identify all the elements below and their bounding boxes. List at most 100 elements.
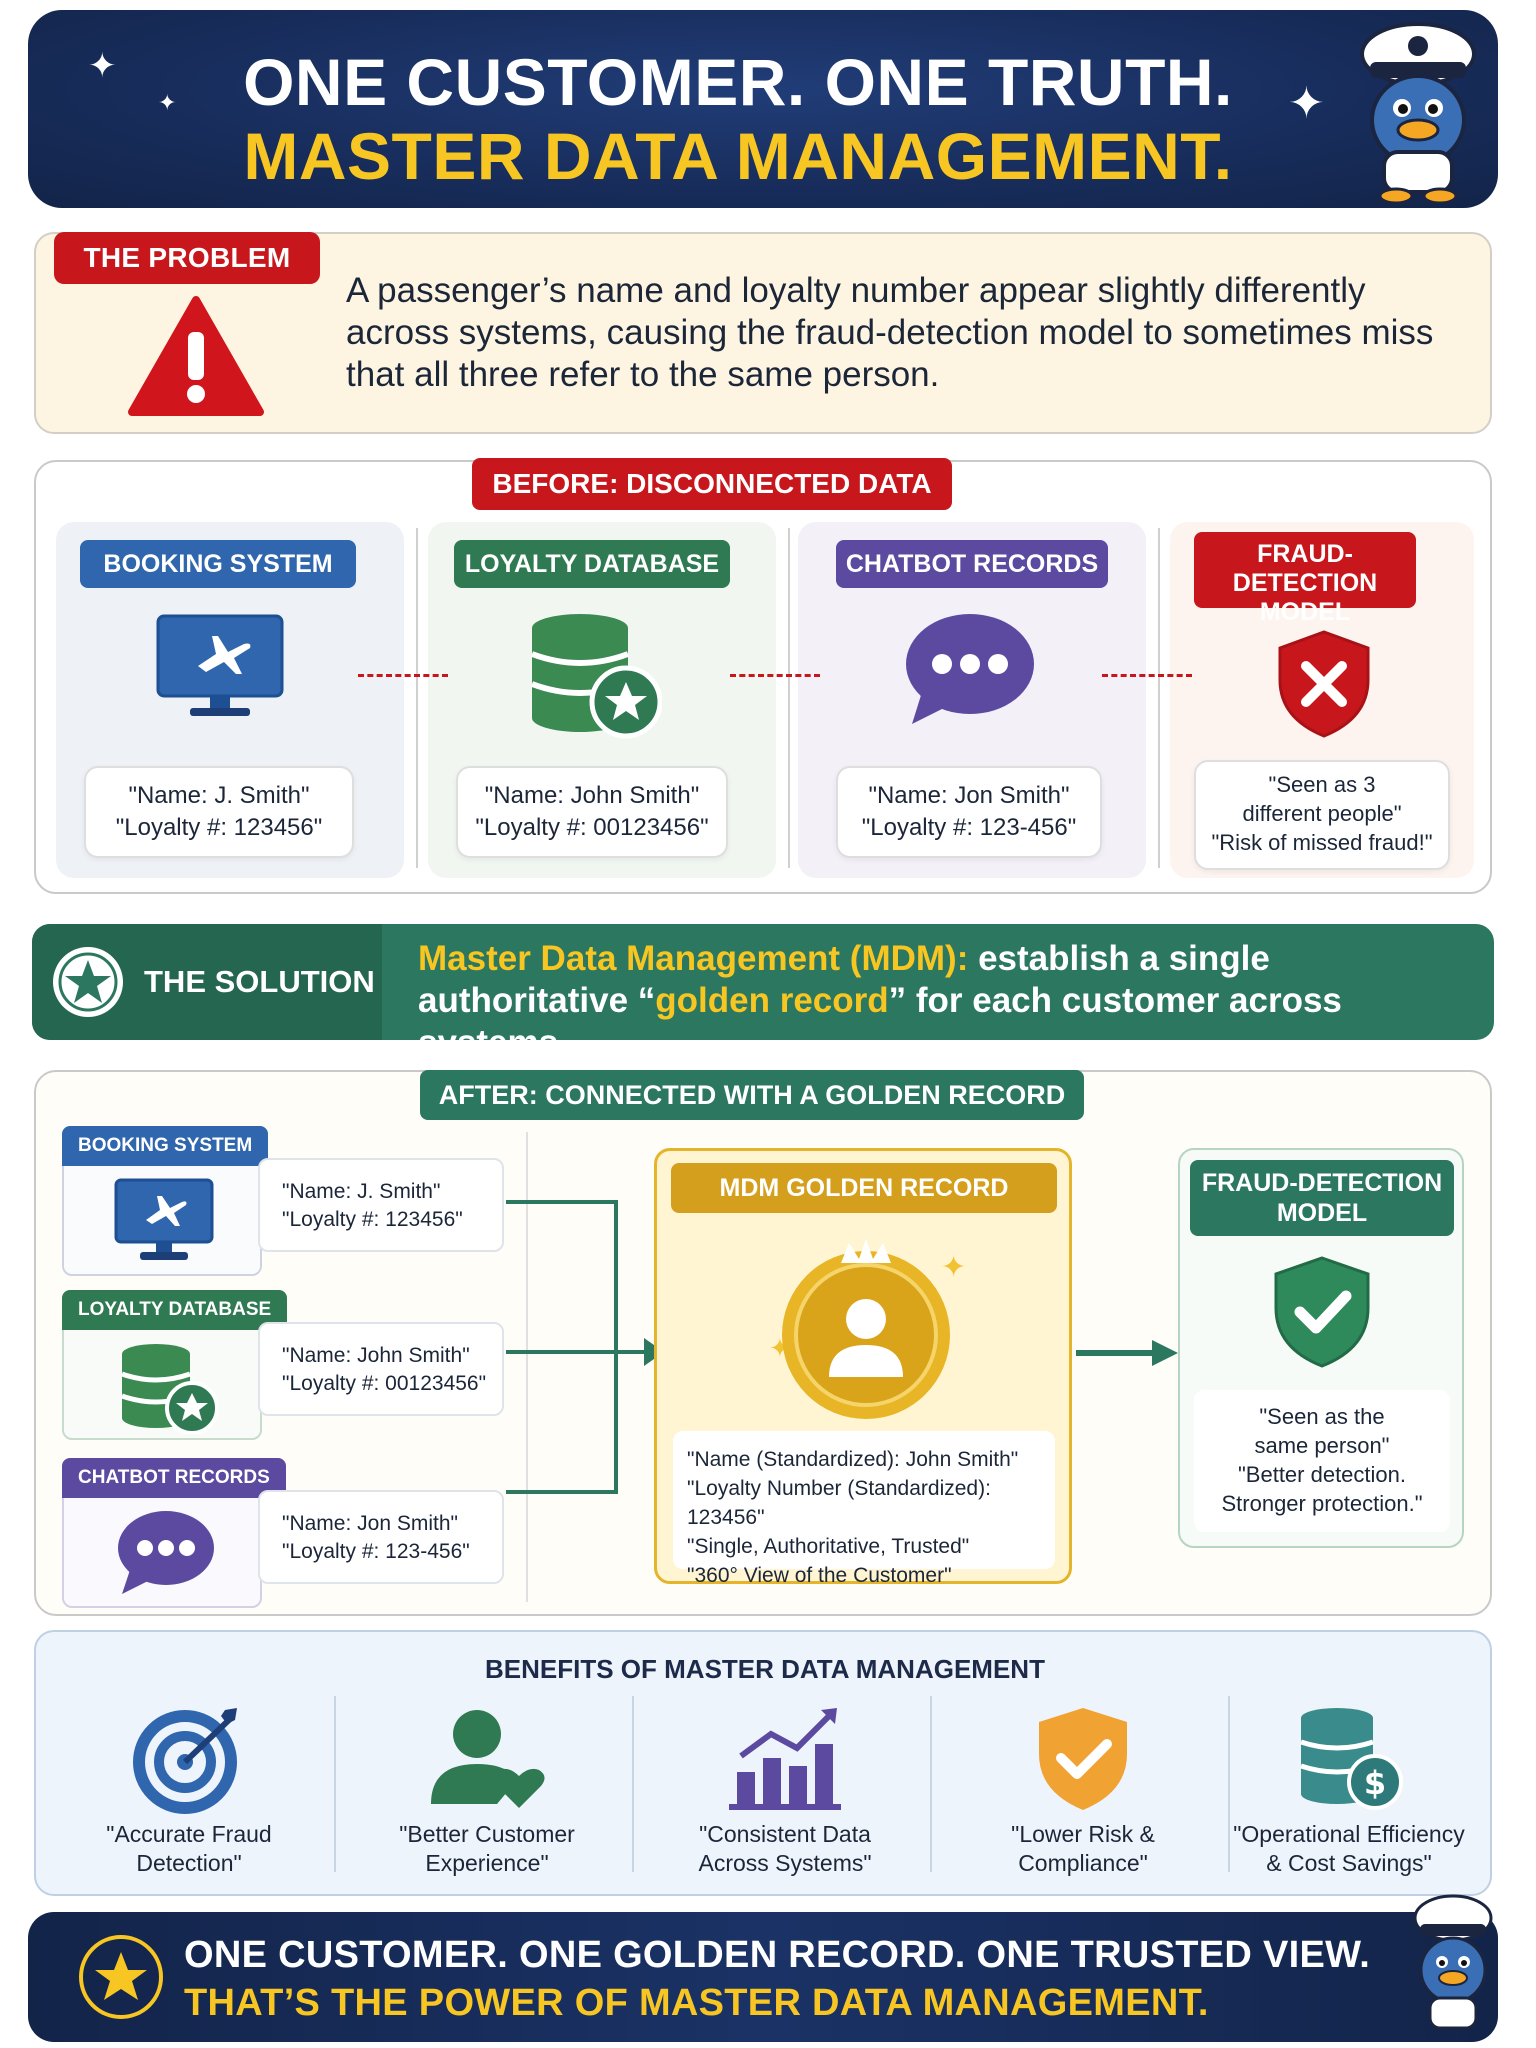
divider bbox=[1228, 1696, 1230, 1872]
sparkle-icon: ✦ bbox=[88, 47, 117, 85]
footer-line2: THAT’S THE POWER OF MASTER DATA MANAGEME… bbox=[184, 1982, 1209, 2024]
problem-text: A passenger’s name and loyalty number ap… bbox=[346, 271, 1434, 394]
shield-x-icon bbox=[1274, 628, 1374, 740]
fraud-after-result-card: "Seen as the same person" "Better detect… bbox=[1194, 1390, 1450, 1532]
header-title-line1: ONE CUSTOMER. ONE TRUTH. bbox=[243, 45, 1233, 119]
source-booking-label: BOOKING SYSTEM bbox=[62, 1126, 269, 1166]
benefit-label-line2: Compliance" bbox=[1018, 1850, 1148, 1876]
before-tag: BEFORE: DISCONNECTED DATA bbox=[472, 458, 952, 510]
source-booking-card: "Name: J. Smith" "Loyalty #: 123456" bbox=[258, 1158, 504, 1252]
divider bbox=[788, 528, 790, 868]
header-title-line2: MASTER DATA MANAGEMENT. bbox=[243, 119, 1233, 193]
divider bbox=[632, 1696, 634, 1872]
monitor-airplane-icon bbox=[114, 1178, 214, 1266]
solution-text-part1: establish a single bbox=[968, 939, 1270, 978]
record-loyalty: "Loyalty #: 123-456" bbox=[282, 1540, 470, 1563]
fraud-model-after-title: FRAUD-DETECTION MODEL bbox=[1190, 1160, 1454, 1236]
solution-text: Master Data Management (MDM): establish … bbox=[418, 938, 1478, 1064]
fraud-after-line4: Stronger protection." bbox=[1221, 1491, 1423, 1516]
record-loyalty: "Loyalty #: 00123456" bbox=[282, 1372, 487, 1395]
loyalty-database-label: LOYALTY DATABASE bbox=[454, 540, 730, 588]
bar-chart-icon bbox=[725, 1704, 845, 1814]
solution-highlight-golden-record: golden record bbox=[655, 981, 889, 1020]
benefits-panel: BENEFITS OF MASTER DATA MANAGEMENT "Accu… bbox=[34, 1630, 1492, 1896]
record-name: "Name: John Smith" bbox=[484, 782, 700, 809]
benefits-heading: BENEFITS OF MASTER DATA MANAGEMENT bbox=[485, 1654, 1045, 1684]
record-loyalty: "Loyalty #: 123456" bbox=[115, 814, 323, 841]
benefit-label: "Better Customer Experience" bbox=[352, 1820, 622, 1878]
divider bbox=[416, 528, 418, 868]
broken-link-connector bbox=[730, 674, 820, 677]
svg-text:✦: ✦ bbox=[941, 1250, 966, 1285]
benefit-label-line1: "Operational Efficiency bbox=[1233, 1821, 1465, 1847]
benefit-label-line2: Detection" bbox=[136, 1850, 242, 1876]
captain-duck-mascot-icon bbox=[1408, 1888, 1498, 2038]
solution-title: THE SOLUTION bbox=[144, 964, 375, 999]
after-tag: AFTER: CONNECTED WITH A GOLDEN RECORD bbox=[420, 1070, 1084, 1120]
fraud-result-line3: "Risk of missed fraud!" bbox=[1211, 830, 1433, 855]
record-loyalty: "Loyalty #: 00123456" bbox=[475, 814, 709, 841]
database-star-icon bbox=[528, 610, 663, 740]
problem-tag: THE PROBLEM bbox=[54, 232, 320, 284]
sparkle-icon: ✦ bbox=[158, 90, 177, 115]
record-loyalty: "Loyalty #: 123-456" bbox=[861, 814, 1077, 841]
benefit-item: "Lower Risk & Compliance" bbox=[948, 1696, 1218, 1882]
shield-check-icon bbox=[1023, 1704, 1143, 1814]
record-name: "Name: Jon Smith" bbox=[868, 782, 1070, 809]
benefit-label: "Operational Efficiency & Cost Savings" bbox=[1214, 1820, 1484, 1878]
target-icon bbox=[129, 1704, 249, 1814]
footer-line1: ONE CUSTOMER. ONE GOLDEN RECORD. ONE TRU… bbox=[184, 1934, 1371, 1976]
golden-record-title: MDM GOLDEN RECORD bbox=[671, 1163, 1057, 1213]
source-loyalty-label: LOYALTY DATABASE bbox=[62, 1290, 288, 1330]
warning-icon bbox=[126, 294, 266, 420]
fraud-model-label: FRAUD-DETECTION MODEL bbox=[1194, 532, 1416, 626]
golden-record-panel: MDM GOLDEN RECORD ✦ ✦ "Name (Standardize… bbox=[654, 1148, 1072, 1587]
golden-line2: "Loyalty Number (Standardized): 123456" bbox=[687, 1477, 991, 1529]
divider bbox=[334, 1696, 336, 1872]
chat-bubble-icon bbox=[114, 1508, 216, 1598]
benefit-label-line1: "Lower Risk & bbox=[1011, 1821, 1155, 1847]
loyalty-record-card: "Name: John Smith" "Loyalty #: 00123456" bbox=[456, 766, 728, 858]
record-name: "Name: J. Smith" bbox=[282, 1180, 441, 1203]
benefit-label-line2: Across Systems" bbox=[698, 1850, 872, 1876]
source-chatbot-label: CHATBOT RECORDS bbox=[62, 1458, 286, 1498]
benefit-label: "Accurate Fraud Detection" bbox=[54, 1820, 324, 1878]
chat-bubble-icon bbox=[902, 612, 1036, 728]
header-banner: ✦ ✦ ✦ ONE CUSTOMER. ONE TRUTH. MASTER DA… bbox=[28, 10, 1498, 208]
fraud-after-line2: same person" bbox=[1254, 1433, 1390, 1458]
record-name: "Name: Jon Smith" bbox=[282, 1512, 458, 1535]
broken-link-connector bbox=[358, 674, 448, 677]
captain-duck-mascot-icon bbox=[1348, 12, 1488, 205]
source-loyalty-card: "Name: John Smith" "Loyalty #: 00123456" bbox=[258, 1322, 504, 1416]
after-panel: AFTER: CONNECTED WITH A GOLDEN RECORD BO… bbox=[34, 1070, 1492, 1616]
benefit-label: "Consistent Data Across Systems" bbox=[650, 1820, 920, 1878]
sparkle-icon: ✦ bbox=[1288, 79, 1325, 128]
benefit-label-line2: Experience" bbox=[425, 1850, 549, 1876]
fraud-result-line2: different people" bbox=[1242, 801, 1402, 826]
broken-link-connector bbox=[1102, 674, 1192, 677]
footer-banner: ONE CUSTOMER. ONE GOLDEN RECORD. ONE TRU… bbox=[28, 1894, 1498, 2042]
database-star-icon bbox=[118, 1342, 220, 1435]
monitor-airplane-icon bbox=[154, 614, 286, 718]
before-panel: BEFORE: DISCONNECTED DATA BOOKING SYSTEM… bbox=[34, 458, 1492, 894]
booking-record-card: "Name: J. Smith" "Loyalty #: 123456" bbox=[84, 766, 354, 858]
user-heart-icon bbox=[427, 1704, 547, 1814]
solution-text-part2b: ” for each customer across systems. bbox=[418, 981, 1342, 1062]
record-loyalty: "Loyalty #: 123456" bbox=[282, 1208, 463, 1231]
record-name: "Name: John Smith" bbox=[282, 1344, 470, 1367]
fraud-model-after-panel: FRAUD-DETECTION MODEL "Seen as the same … bbox=[1178, 1148, 1464, 1548]
benefit-label-line1: "Accurate Fraud bbox=[106, 1821, 272, 1847]
benefit-item: "Consistent Data Across Systems" bbox=[650, 1696, 920, 1882]
fraud-result-line1: "Seen as 3 bbox=[1268, 772, 1376, 797]
golden-line1: "Name (Standardized): John Smith" bbox=[687, 1448, 1019, 1471]
fraud-label-line2: MODEL bbox=[1276, 1199, 1368, 1227]
benefit-item: "Better Customer Experience" bbox=[352, 1696, 622, 1882]
divider bbox=[526, 1132, 528, 1602]
source-loyalty: LOYALTY DATABASE "Name: John Smith" "Loy… bbox=[62, 1290, 550, 1440]
svg-text:$: $ bbox=[1364, 1764, 1386, 1802]
fraud-result-card: "Seen as 3 different people" "Risk of mi… bbox=[1194, 760, 1450, 870]
golden-user-crown-icon: ✦ ✦ bbox=[761, 1227, 971, 1423]
golden-record-card: "Name (Standardized): John Smith" "Loyal… bbox=[673, 1431, 1055, 1587]
benefit-item: $ "Operational Efficiency & Cost Savings… bbox=[1214, 1696, 1484, 1882]
divider bbox=[1158, 528, 1160, 868]
